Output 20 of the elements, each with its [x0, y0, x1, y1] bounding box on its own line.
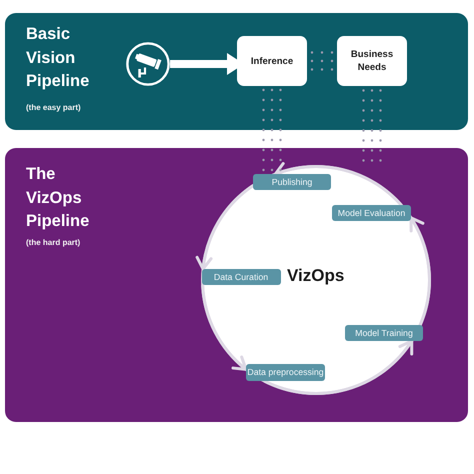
- cycle-arrow: [196, 184, 254, 270]
- circle-label: VizOps: [287, 266, 344, 286]
- pipeline-panel: [5, 148, 468, 422]
- panel-heading: The VizOps Pipeline: [26, 164, 90, 232]
- cycle-arrow: [274, 162, 402, 206]
- stage-tag: Model Training: [345, 325, 423, 341]
- panel-subheading: (the easy part): [26, 102, 81, 113]
- stage-tag: Data Curation: [202, 269, 280, 285]
- pipeline-panel: [5, 13, 468, 130]
- panel-heading: Basic Vision Pipeline: [26, 24, 90, 92]
- cycle-arrow: [264, 340, 414, 395]
- cycle-arrow: [201, 284, 248, 371]
- process-card: Inference: [237, 36, 307, 86]
- stage-tag: Model Evaluation: [332, 205, 411, 221]
- security-camera-icon: [126, 42, 170, 86]
- panel-subheading: (the hard part): [26, 237, 80, 248]
- stage-tag: Data preprocessing: [246, 364, 325, 381]
- stage-tag: Publishing: [253, 174, 331, 190]
- process-card: Business Needs: [337, 36, 407, 86]
- cycle-arrow: [408, 216, 431, 326]
